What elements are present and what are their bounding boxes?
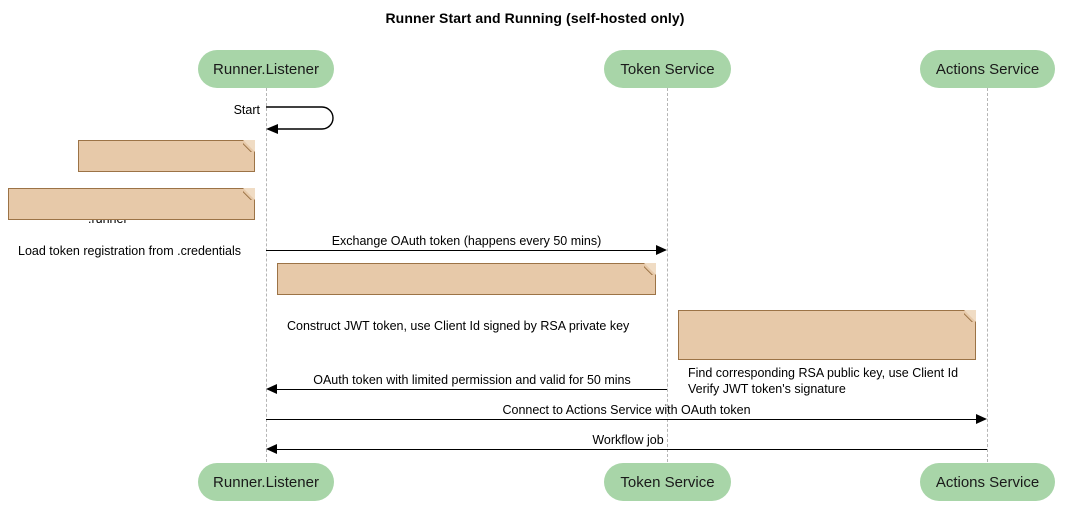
participant-label: Runner.Listener [213, 473, 319, 491]
note-fold-edge-icon [243, 188, 255, 200]
participant-actions-top[interactable]: Actions Service [920, 50, 1055, 88]
note-text: Construct JWT token, use Client Id signe… [287, 319, 630, 333]
lifeline-token [667, 88, 668, 462]
participant-label: Runner.Listener [213, 60, 319, 78]
note-construct-jwt: Construct JWT token, use Client Id signe… [277, 263, 656, 333]
note-text: Find corresponding RSA public key, use C… [688, 366, 959, 396]
message-label-workflow-job: Workflow job [592, 433, 664, 447]
arrowhead-left-icon [266, 384, 277, 394]
self-loop-icon [266, 106, 334, 134]
arrowhead-left-icon [266, 444, 277, 454]
message-line-workflow-job [277, 449, 987, 450]
message-label-connect: Connect to Actions Service with OAuth to… [502, 403, 751, 417]
participant-label: Actions Service [935, 473, 1040, 491]
message-line-exchange [266, 250, 656, 251]
message-line-oauth-return [277, 389, 667, 390]
note-load-config: Load config info from .runner [78, 140, 255, 226]
note-fold-edge-icon [964, 310, 976, 322]
note-load-token-registration: Load token registration from .credential… [8, 188, 255, 258]
participant-actions-bottom[interactable]: Actions Service [920, 463, 1055, 501]
participant-runner-bottom[interactable]: Runner.Listener [198, 463, 334, 501]
message-label-exchange: Exchange OAuth token (happens every 50 m… [331, 234, 602, 248]
participant-label: Token Service [620, 60, 715, 78]
participant-label: Actions Service [935, 60, 1040, 78]
participant-token-bottom[interactable]: Token Service [604, 463, 731, 501]
message-line-connect [266, 419, 976, 420]
participant-label: Token Service [620, 473, 715, 491]
message-label-oauth-return: OAuth token with limited permission and … [313, 373, 631, 387]
arrowhead-right-icon [656, 245, 667, 255]
page-title: Runner Start and Running (self-hosted on… [385, 10, 685, 26]
participant-token-top[interactable]: Token Service [604, 50, 731, 88]
note-text: Load token registration from .credential… [18, 244, 242, 258]
self-message-start [264, 100, 350, 139]
arrowhead-right-icon [976, 414, 987, 424]
note-fold-edge-icon [644, 263, 656, 275]
participant-runner-top[interactable]: Runner.Listener [198, 50, 334, 88]
lifeline-runner [266, 88, 267, 462]
message-label-start: Start [233, 103, 260, 117]
lifeline-actions [987, 88, 988, 462]
note-fold-edge-icon [243, 140, 255, 152]
note-verify-rsa: Find corresponding RSA public key, use C… [678, 310, 976, 396]
